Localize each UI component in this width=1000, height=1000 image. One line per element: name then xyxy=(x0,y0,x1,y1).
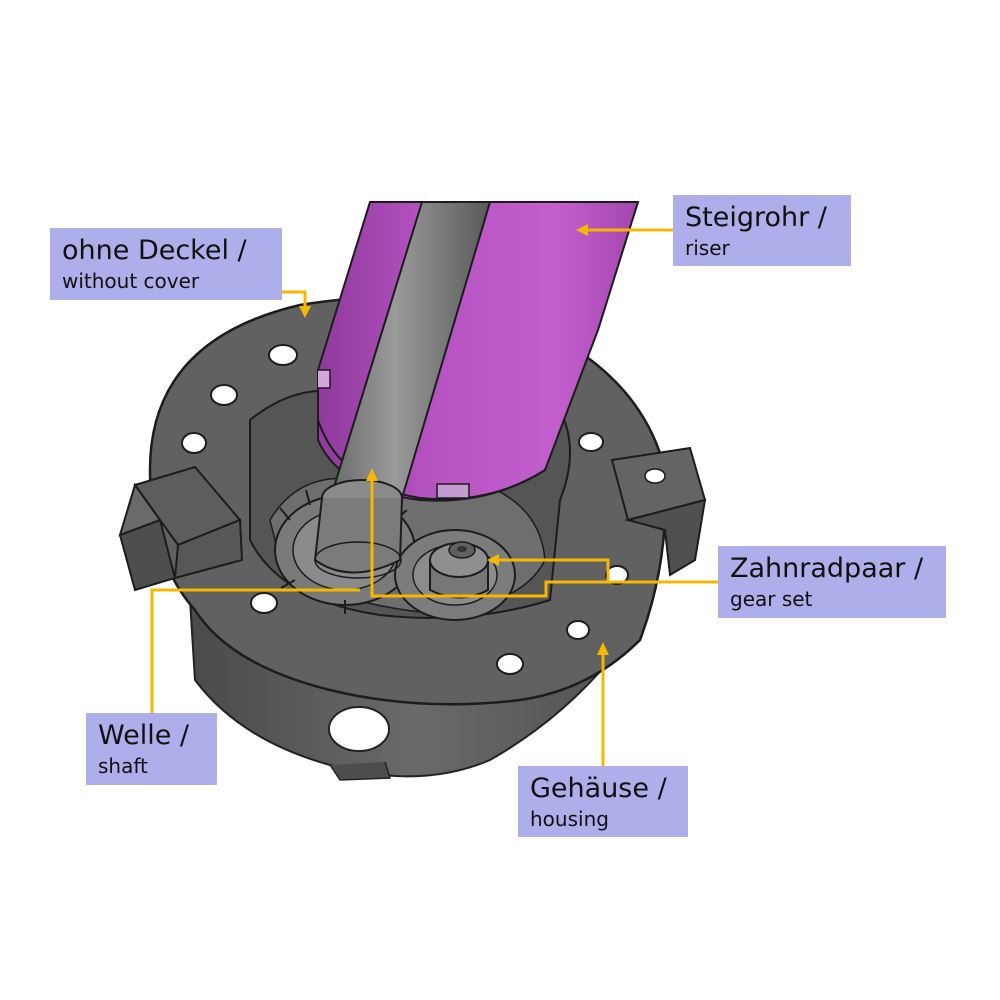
label-without-cover-sub: without cover xyxy=(62,269,200,293)
leader-arrowheads xyxy=(299,224,609,655)
arrowhead-steigrohr xyxy=(576,224,588,236)
leader-lines xyxy=(150,228,718,766)
label-without-cover: ohne Deckel / without cover xyxy=(50,228,282,300)
mounting-lug-left xyxy=(118,465,244,592)
label-riser-main: Steigrohr / xyxy=(685,202,827,233)
label-housing: Gehäuse / housing xyxy=(518,766,688,837)
leader-welle xyxy=(150,588,360,713)
leader-zahnrad-2 xyxy=(370,478,608,598)
arrowhead-zahnrad xyxy=(487,554,499,566)
leader-zahnrad xyxy=(495,558,718,584)
arrowhead-deckel xyxy=(299,306,311,318)
label-shaft: Welle / shaft xyxy=(86,713,217,785)
label-gear-set-main: Zahnradpaar / xyxy=(730,553,924,584)
label-housing-sub: housing xyxy=(530,807,609,831)
mounting-lug-right xyxy=(610,446,707,577)
label-gear-set: Zahnradpaar / gear set xyxy=(718,546,946,618)
label-shaft-sub: shaft xyxy=(98,754,148,778)
label-riser-sub: riser xyxy=(685,236,730,260)
label-without-cover-main: ohne Deckel / xyxy=(62,235,247,266)
label-gear-set-sub: gear set xyxy=(730,587,813,611)
label-housing-main: Gehäuse / xyxy=(530,773,667,804)
gear-small xyxy=(394,529,516,621)
arrowhead-gehaeuse xyxy=(597,642,609,655)
arrowhead-welle xyxy=(366,468,378,481)
label-riser: Steigrohr / riser xyxy=(673,195,851,266)
label-shaft-main: Welle / xyxy=(98,720,190,751)
